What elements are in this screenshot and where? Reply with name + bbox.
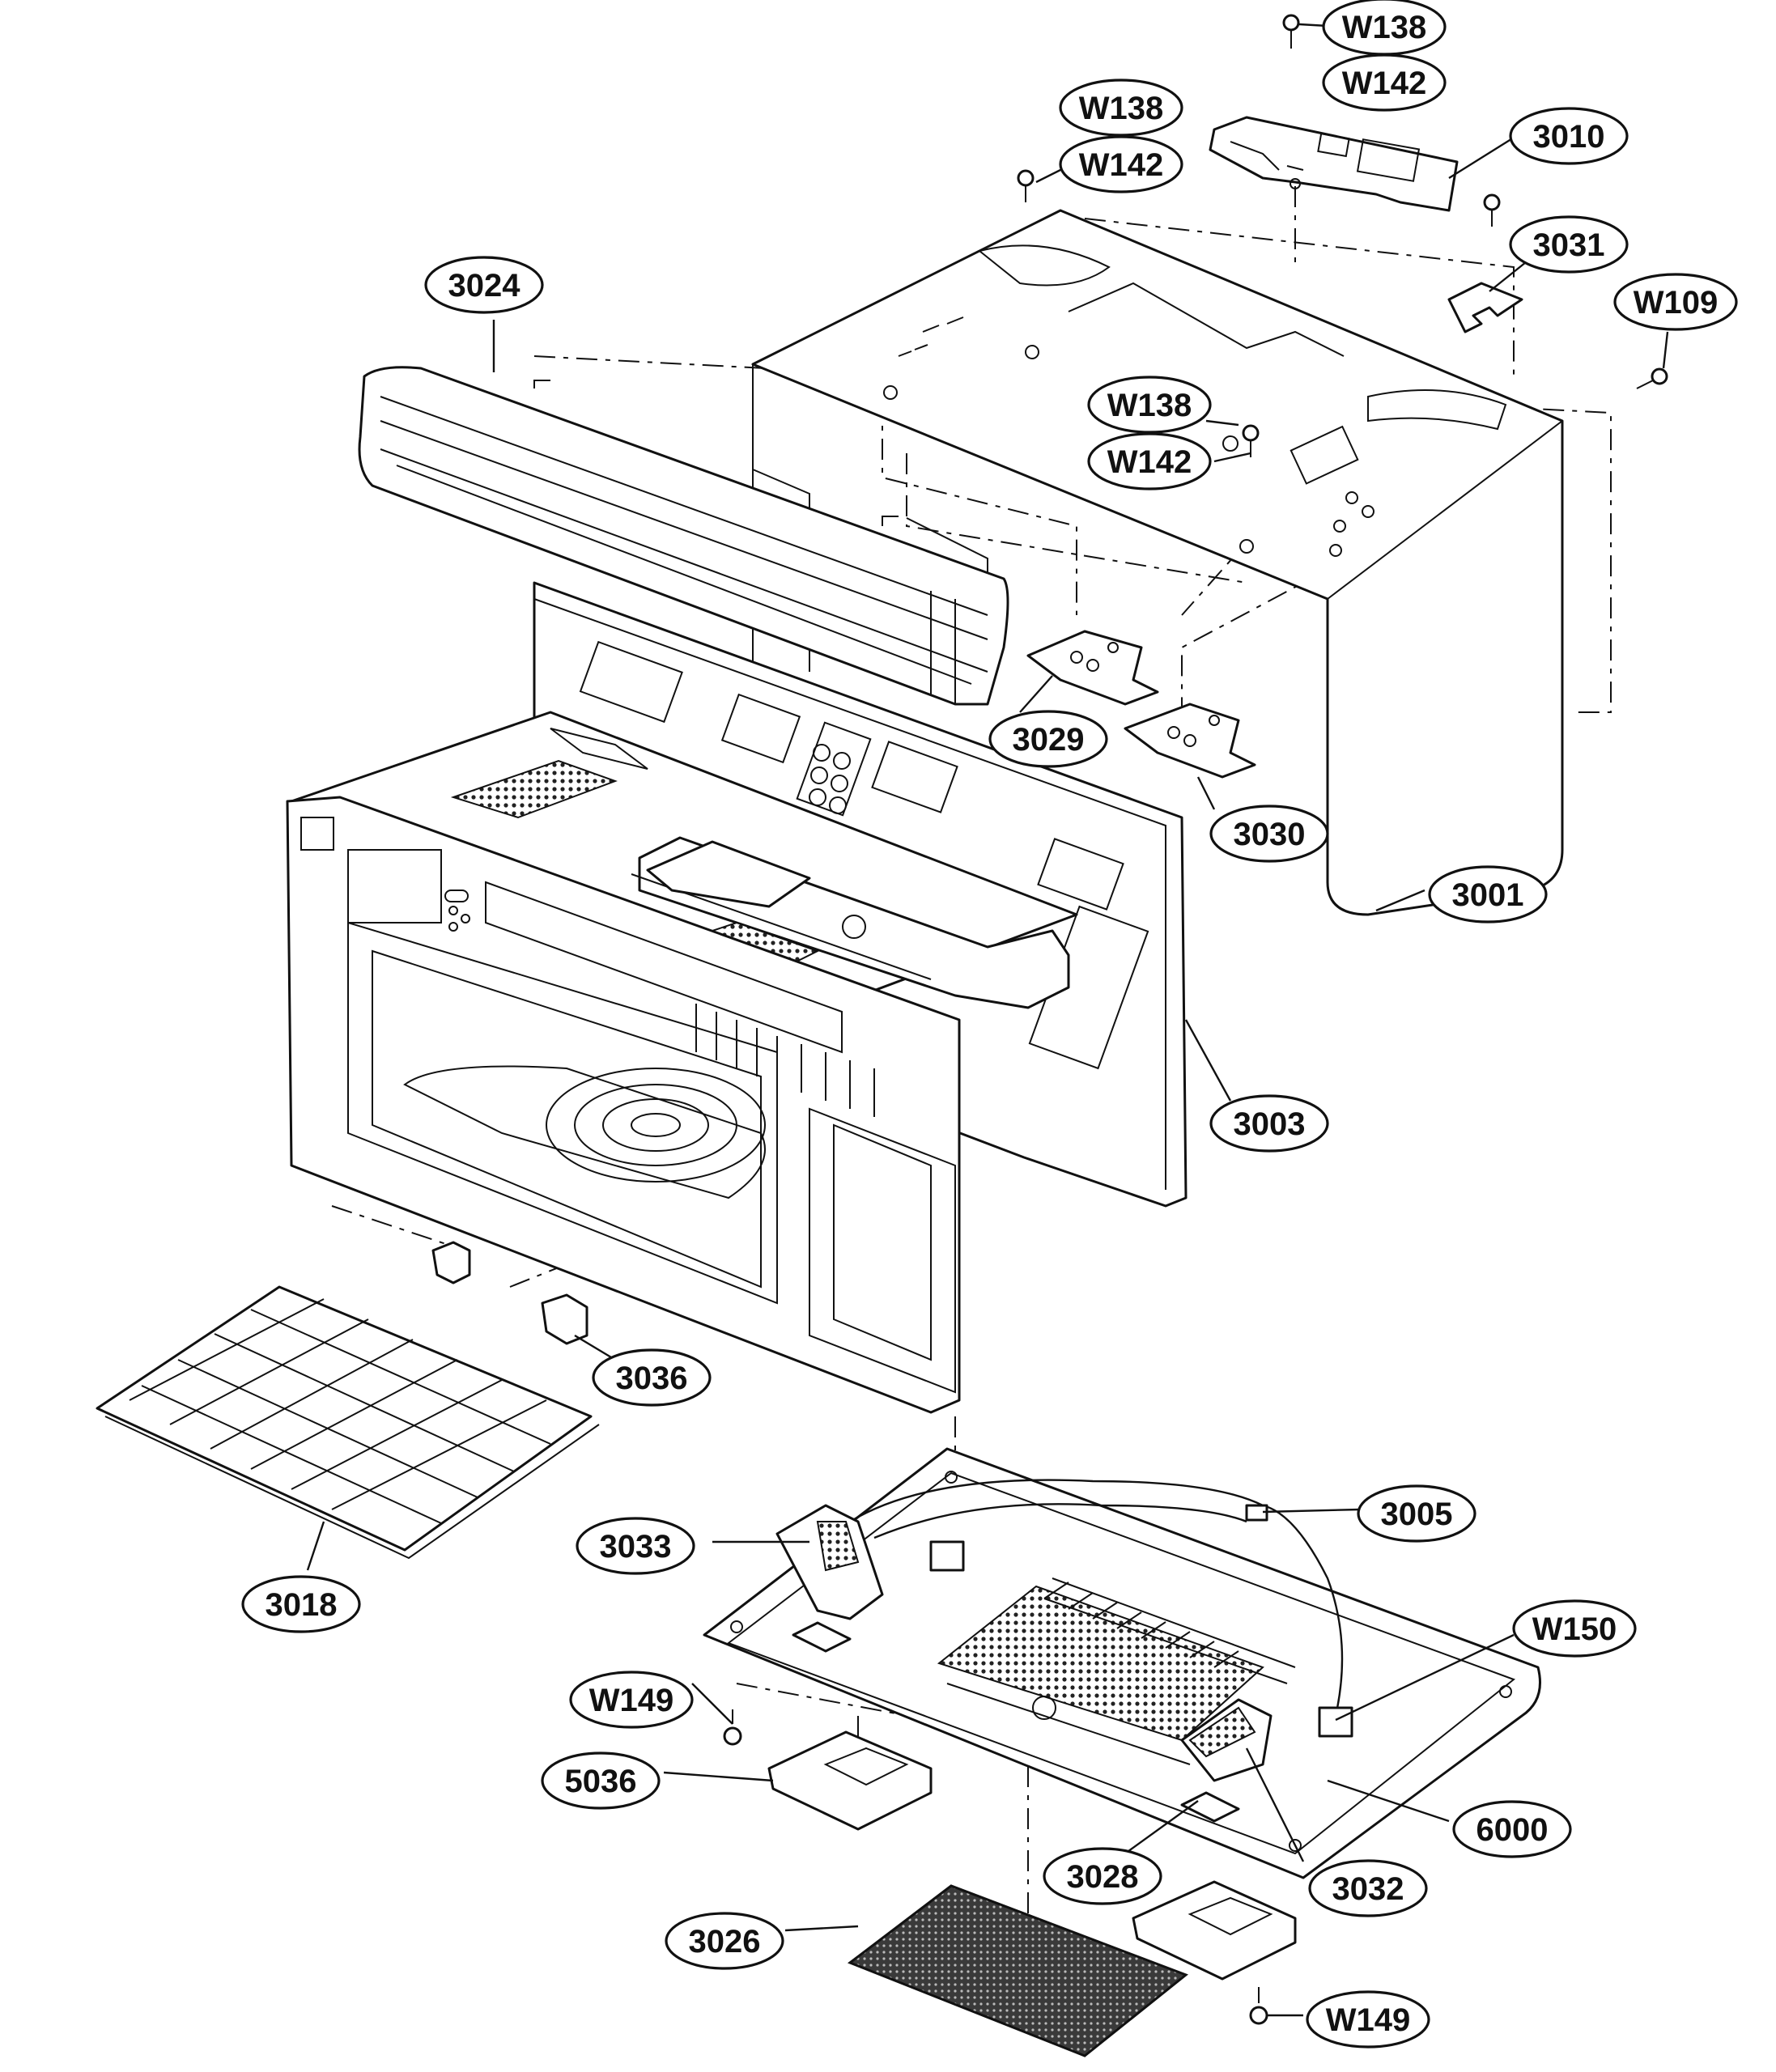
svg-text:3026: 3026 [689, 1924, 761, 1959]
screw-left [1017, 169, 1035, 202]
svg-text:3005: 3005 [1381, 1497, 1453, 1532]
svg-text:3030: 3030 [1234, 817, 1306, 852]
callout-3001[interactable]: 3001 [1428, 865, 1548, 923]
svg-text:W142: W142 [1342, 66, 1427, 101]
svg-text:3018: 3018 [266, 1587, 338, 1623]
callout-w138-left[interactable]: W138 [1059, 79, 1183, 137]
svg-text:3024: 3024 [448, 268, 521, 304]
callout-3024[interactable]: 3024 [424, 256, 544, 314]
svg-text:W109: W109 [1634, 285, 1719, 321]
callout-3028[interactable]: 3028 [1043, 1847, 1162, 1905]
filter-3026 [847, 1884, 1188, 2057]
svg-text:3028: 3028 [1067, 1859, 1139, 1895]
svg-text:3029: 3029 [1013, 722, 1085, 758]
svg-text:W142: W142 [1107, 444, 1192, 480]
bottom-plate-6000 [703, 1447, 1541, 1879]
screw-w149-right [1249, 1987, 1268, 2025]
wire-rack-3018 [96, 1285, 600, 1560]
callout-3005[interactable]: 3005 [1357, 1484, 1476, 1543]
callout-3030[interactable]: 3030 [1209, 805, 1329, 863]
callout-w149-right[interactable]: W149 [1306, 1990, 1430, 2049]
svg-text:W138: W138 [1107, 388, 1192, 423]
callout-3029[interactable]: 3029 [988, 710, 1108, 768]
lens-cover-right [1132, 1880, 1297, 1981]
svg-text:W138: W138 [1079, 91, 1164, 126]
top-bracket-3010 [1209, 116, 1459, 212]
svg-text:3032: 3032 [1332, 1871, 1404, 1907]
callout-5036[interactable]: 5036 [541, 1751, 661, 1810]
svg-text:W142: W142 [1079, 147, 1164, 183]
plate-3031 [1447, 282, 1523, 333]
callout-3003[interactable]: 3003 [1209, 1094, 1329, 1153]
oven-cavity-3003 [286, 581, 1188, 1414]
svg-text:W138: W138 [1342, 10, 1427, 45]
screw-w149-left [723, 1709, 742, 1746]
callout-w142-top[interactable]: W142 [1322, 53, 1447, 112]
svg-text:3001: 3001 [1452, 877, 1524, 913]
svg-text:3036: 3036 [616, 1361, 688, 1396]
svg-text:3010: 3010 [1533, 119, 1605, 155]
callout-3026[interactable]: 3026 [665, 1912, 784, 1970]
callout-3032[interactable]: 3032 [1308, 1859, 1428, 1917]
screw-w109 [1636, 367, 1668, 389]
vent-grille-3024 [358, 366, 1009, 706]
svg-text:5036: 5036 [565, 1764, 637, 1799]
callout-w150[interactable]: W150 [1512, 1599, 1637, 1658]
bracket-3029 [1026, 630, 1159, 706]
callout-w109[interactable]: W109 [1613, 273, 1738, 331]
svg-text:W150: W150 [1532, 1611, 1617, 1647]
svg-text:3003: 3003 [1234, 1106, 1306, 1142]
svg-text:3033: 3033 [600, 1529, 672, 1565]
callout-w149-left[interactable]: W149 [569, 1671, 694, 1729]
callout-3036[interactable]: 3036 [592, 1348, 712, 1407]
callout-3031[interactable]: 3031 [1509, 215, 1629, 274]
bracket-3030 [1124, 703, 1256, 779]
screw-mid [1242, 424, 1260, 457]
callout-3033[interactable]: 3033 [576, 1517, 695, 1575]
callouts: W138 W142 W138 W142 3010 3031 W109 3024 … [241, 0, 1738, 2049]
leader-lines [306, 23, 1669, 2017]
callout-3010[interactable]: 3010 [1509, 107, 1629, 165]
callout-6000[interactable]: 6000 [1452, 1800, 1572, 1858]
screw-right [1483, 193, 1501, 227]
svg-text:6000: 6000 [1476, 1812, 1549, 1848]
svg-text:W149: W149 [1326, 2002, 1411, 2038]
svg-text:W149: W149 [589, 1683, 674, 1718]
callout-3018[interactable]: 3018 [241, 1575, 361, 1633]
clip-3036 [431, 1241, 588, 1345]
svg-text:3031: 3031 [1533, 227, 1605, 263]
callout-w142-left[interactable]: W142 [1059, 135, 1183, 193]
screw-top [1282, 14, 1300, 49]
callout-w138-top[interactable]: W138 [1322, 0, 1447, 56]
callout-w142-mid[interactable]: W142 [1087, 432, 1212, 490]
lens-cover-5036 [767, 1730, 933, 1831]
callout-w138-mid[interactable]: W138 [1087, 376, 1212, 434]
